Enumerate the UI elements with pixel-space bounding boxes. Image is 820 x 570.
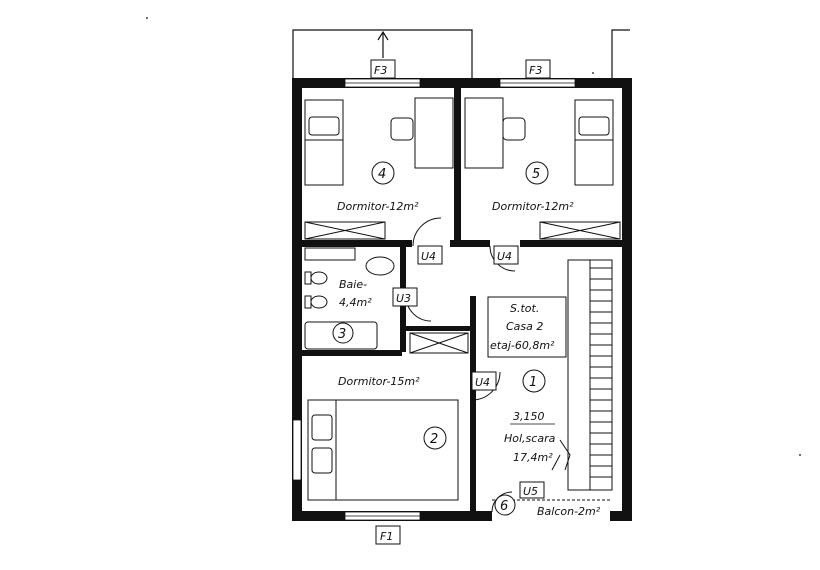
room-number-3: 3 — [338, 327, 346, 342]
upper-outline-right — [611, 29, 630, 78]
room-number-5: 5 — [532, 167, 540, 182]
door-tag-u5: U5 — [523, 485, 538, 498]
bed-icon — [304, 99, 344, 186]
room-label-dormitor-2: Dormitor-15m² — [338, 375, 420, 388]
desk-icon — [464, 97, 504, 169]
room-area-baie: 4,4m² — [339, 296, 372, 309]
wardrobe-icon — [539, 221, 621, 240]
door-swing — [412, 217, 442, 247]
upper-outline — [292, 29, 473, 78]
window-tag-box — [375, 525, 401, 545]
door-tag-box — [392, 287, 418, 307]
door-tag-box — [471, 371, 497, 391]
level-mark: 3,150 — [513, 410, 545, 423]
arrow-up-icon — [377, 30, 389, 41]
room-number-circle — [525, 161, 549, 185]
bed-icon — [307, 399, 459, 501]
window-tag-f3-left: F3 — [374, 64, 387, 77]
chair-icon — [502, 117, 526, 141]
room-area-hol-scara: 17,4m² — [513, 451, 553, 464]
room-number-circle — [494, 494, 516, 516]
shelf-icon — [304, 247, 356, 261]
room-number-4: 4 — [378, 167, 386, 182]
summary-line2: Casa 2 — [506, 320, 543, 333]
room-number-circle — [423, 426, 447, 450]
toilet-icon — [310, 271, 328, 285]
door-tag-box — [519, 481, 545, 499]
door-tag-u4-dorm2: U4 — [475, 376, 490, 389]
wardrobe-icon — [304, 221, 386, 240]
door-swing — [471, 371, 501, 401]
desk-icon — [414, 97, 454, 169]
room-number-circle — [332, 322, 354, 344]
window-tag-box — [370, 59, 396, 79]
summary-line3: etaj-60,8m² — [490, 339, 555, 352]
room-label-dormitor-4: Dormitor-12m² — [337, 200, 419, 213]
room-number-6: 6 — [500, 499, 508, 514]
furniture — [304, 97, 621, 513]
sink-icon — [365, 256, 395, 276]
door-tag-u3: U3 — [396, 292, 411, 305]
scan-specks — [146, 17, 801, 456]
summary-line1: S.tot. — [510, 302, 539, 315]
room-label-hol-scara: Hol,scara — [504, 432, 556, 445]
door-tag-u4-dorm4: U4 — [421, 250, 436, 263]
room-label-dormitor-5: Dormitor-12m² — [492, 200, 574, 213]
room-number-1: 1 — [529, 375, 537, 390]
bidet-icon — [310, 295, 328, 309]
chair-icon — [390, 117, 414, 141]
room-number-circle — [371, 161, 395, 185]
room-label-baie: Baie- — [339, 278, 367, 291]
bathtub-icon — [304, 321, 378, 350]
bed-icon — [574, 99, 614, 186]
summary-box — [487, 296, 567, 358]
window-tag-box — [525, 59, 551, 79]
door-tag-box — [493, 245, 519, 265]
room-label-balcon: Balcon-2m² — [537, 505, 601, 518]
room-number-2: 2 — [430, 432, 438, 447]
door-tag-box — [417, 245, 443, 265]
window-tag-f1: F1 — [380, 530, 393, 543]
staircase — [551, 259, 613, 491]
wardrobe-icon — [409, 332, 469, 354]
window-tag-f3-right: F3 — [529, 64, 542, 77]
window-openings — [292, 78, 576, 521]
room-number-circle — [522, 369, 546, 393]
door-tag-u4-dorm5: U4 — [497, 250, 512, 263]
